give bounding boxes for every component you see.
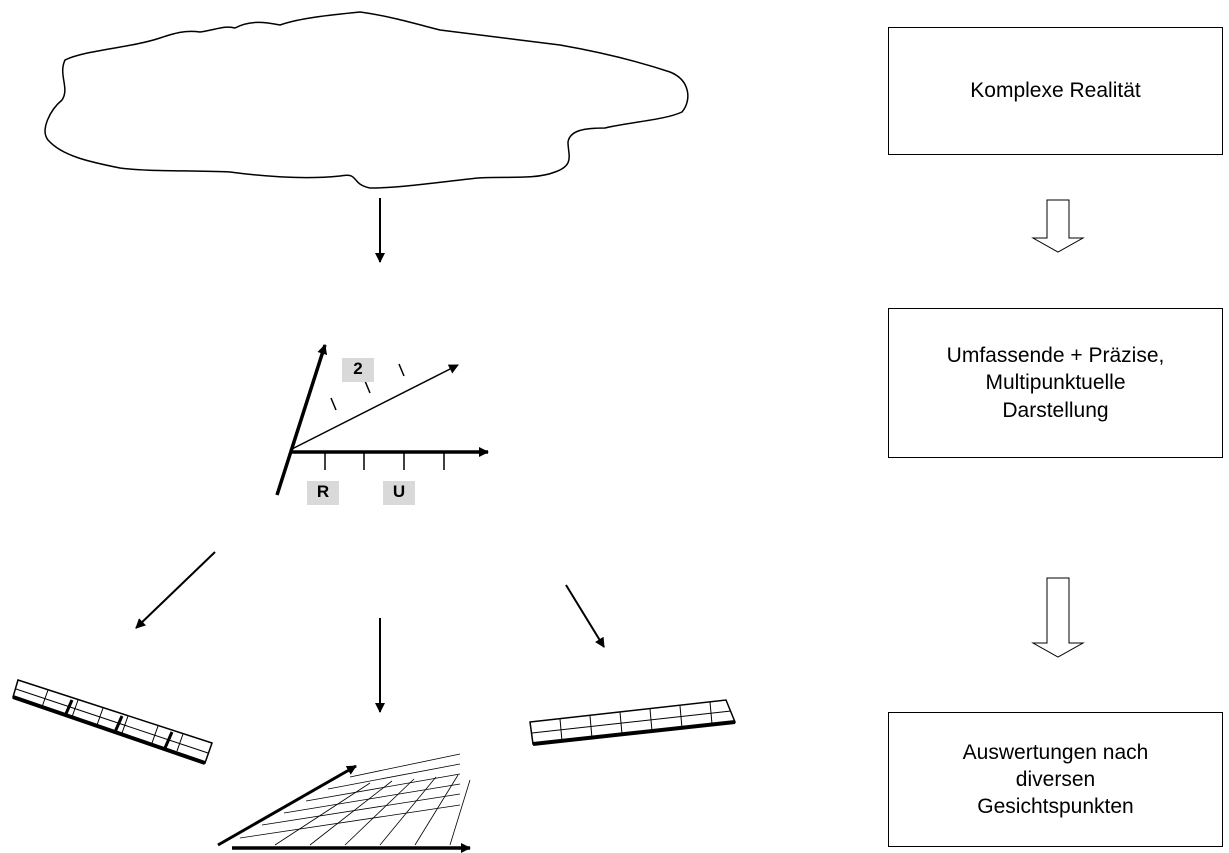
- axis-label-left: R: [307, 481, 339, 505]
- box-representation: Umfassende + Präzise, Multipunktuelle Da…: [888, 308, 1223, 458]
- hollow-arrow-1: [1031, 199, 1085, 253]
- axis-diagonal: [289, 364, 459, 451]
- axis-label-top: 2: [342, 358, 374, 382]
- arrow-to-right-scale: [565, 584, 605, 648]
- left-scale-bar: [12, 679, 213, 765]
- coordinate-system: [275, 344, 489, 496]
- box-complex-reality: Komplexe Realität: [888, 27, 1223, 155]
- reality-cloud: [44, 11, 689, 189]
- matrix-axis-diagonal: [217, 764, 357, 847]
- axis-label-right: U: [383, 481, 415, 505]
- box-complex-reality-text: Komplexe Realität: [970, 79, 1141, 103]
- box-evaluation-text: Auswertungen nach diversen Gesichtspunkt…: [962, 740, 1149, 819]
- hollow-arrow-2: [1031, 577, 1085, 658]
- right-scale-bar: [529, 699, 737, 746]
- axis-ticks: [324, 363, 445, 470]
- arrow-to-left-scale: [135, 551, 216, 629]
- box-representation-text: Umfassende + Präzise, Multipunktuelle Da…: [946, 344, 1165, 422]
- evaluation-matrix: [217, 753, 471, 853]
- box-evaluation: Auswertungen nach diversen Gesichtspunkt…: [888, 712, 1223, 847]
- axis-vertical: [275, 344, 328, 496]
